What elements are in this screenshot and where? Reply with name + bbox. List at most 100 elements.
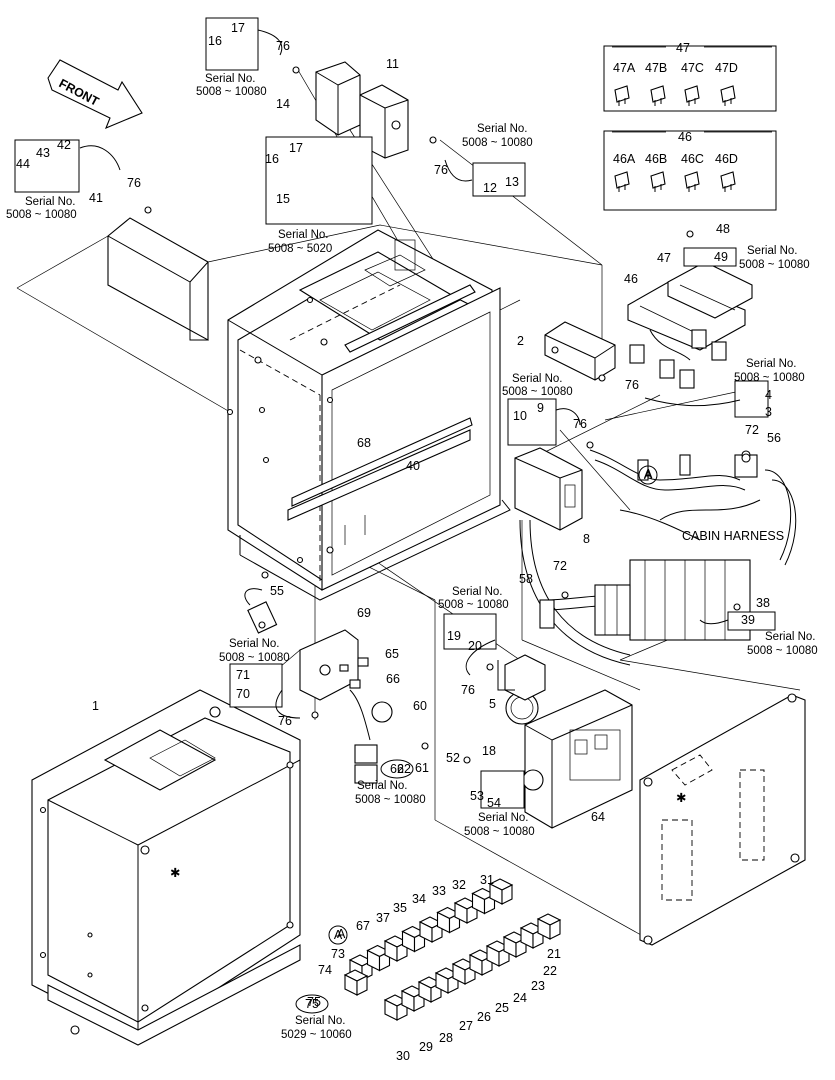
- part-label: 72: [745, 423, 759, 437]
- part-label: 55: [270, 584, 284, 598]
- relay-cube: [383, 994, 409, 1021]
- part-label: 76: [276, 39, 290, 53]
- part-label: 52: [446, 751, 460, 765]
- part-label: 14: [276, 97, 290, 111]
- relay-cube: [343, 969, 369, 996]
- part-label: 18: [482, 744, 496, 758]
- part-label: 47B: [645, 61, 667, 75]
- part-label: 74: [318, 963, 332, 977]
- part-label: 76: [625, 378, 639, 392]
- serial-note: Serial No.: [295, 1015, 346, 1027]
- detail-arrows: [79, 29, 741, 719]
- fuse-icon: [684, 171, 700, 192]
- mounting-plate: ✱: [639, 693, 806, 946]
- part-label: 25: [495, 1001, 509, 1015]
- part-label: 54: [487, 796, 501, 810]
- part-label: 46: [624, 272, 638, 286]
- serial-note: Serial No.: [477, 123, 528, 135]
- part-label: 28: [439, 1031, 453, 1045]
- part-label: 76: [127, 176, 141, 190]
- part-label: 22: [543, 964, 557, 978]
- part-label: 42: [57, 138, 71, 152]
- part-label: 66: [386, 672, 400, 686]
- part-label: 33: [432, 884, 446, 898]
- part-label: 37: [376, 911, 390, 925]
- serial-note: Serial No.: [478, 812, 529, 824]
- part-label: 46D: [715, 152, 738, 166]
- part-label: 64: [591, 810, 605, 824]
- serial-note: Serial No.: [278, 229, 329, 241]
- part-label: 76: [461, 683, 475, 697]
- circled-label: 62: [390, 762, 404, 776]
- part-label: 30: [396, 1049, 410, 1063]
- part-label: 62: [397, 762, 411, 776]
- cabinet-frame: [226, 229, 511, 601]
- serial-note: 5008 ~ 10080: [196, 86, 267, 98]
- serial-note: 5008 ~ 10080: [734, 372, 805, 384]
- serial-note: 5008 ~ 10080: [6, 209, 77, 221]
- serial-note: 5008 ~ 10080: [464, 826, 535, 838]
- part-label: 53: [470, 789, 484, 803]
- part-label: A: [644, 467, 653, 481]
- part-label: 61: [415, 761, 429, 775]
- part-label: 17: [289, 141, 303, 155]
- part-label: 1: [92, 699, 99, 713]
- part-label: 70: [236, 687, 250, 701]
- fuse-icon: [614, 85, 630, 106]
- side-cover-panel-41: [107, 217, 209, 341]
- circled-label: A: [644, 468, 653, 482]
- serial-note: Serial No.: [747, 245, 798, 257]
- part-label: 23: [531, 979, 545, 993]
- timer-assembly-64: [497, 654, 633, 829]
- part-label: 41: [89, 191, 103, 205]
- serial-note: Serial No.: [512, 373, 563, 385]
- fuse-box-46-47: [627, 261, 753, 389]
- part-label: 48: [716, 222, 730, 236]
- fuse-icon: [614, 171, 630, 192]
- part-label: 67: [356, 919, 370, 933]
- part-label: 16: [208, 34, 222, 48]
- serial-note: 5008 ~ 10080: [355, 794, 426, 806]
- serial-note: 5008 ~ 10080: [747, 645, 818, 657]
- fuse-icon: [650, 171, 666, 192]
- circled-label-ring: [638, 465, 658, 485]
- part-label: 29: [419, 1040, 433, 1054]
- part-label: 69: [357, 606, 371, 620]
- serial-note: 5008 ~ 10080: [462, 137, 533, 149]
- part-label: 32: [452, 878, 466, 892]
- relay-cube: [434, 967, 460, 994]
- circled-label-ring: [295, 994, 329, 1014]
- part-label: 17: [231, 21, 245, 35]
- relay-cube: [453, 897, 479, 924]
- sensor-60: [349, 689, 393, 784]
- part-label: A: [337, 927, 346, 941]
- part-label: 34: [412, 892, 426, 906]
- part-label: 5: [489, 697, 496, 711]
- part-label: 26: [477, 1010, 491, 1024]
- part-label: 4: [765, 388, 772, 402]
- part-label: 58: [519, 572, 533, 586]
- controller-8: [514, 447, 583, 531]
- part-label: 11: [386, 57, 399, 71]
- part-label: 47C: [681, 61, 704, 75]
- part-label: 73: [331, 947, 345, 961]
- part-label: 15: [276, 192, 290, 206]
- part-label: 76: [278, 714, 292, 728]
- svg-text:✱: ✱: [170, 866, 181, 880]
- switch-55: [244, 588, 278, 634]
- bracket-69: [299, 629, 359, 701]
- part-label: 21: [547, 947, 561, 961]
- part-label: 35: [393, 901, 407, 915]
- circled-label-ring: [380, 759, 414, 779]
- part-label: 10: [513, 409, 527, 423]
- serial-note: 5008 ~ 10080: [219, 652, 290, 664]
- cabin-harness: [519, 449, 797, 666]
- circled-label-ring: [328, 925, 348, 945]
- part-label: 72: [553, 559, 567, 573]
- part-label: 76: [573, 417, 587, 431]
- part-label: 49: [714, 250, 728, 264]
- part-label: 47: [657, 251, 671, 265]
